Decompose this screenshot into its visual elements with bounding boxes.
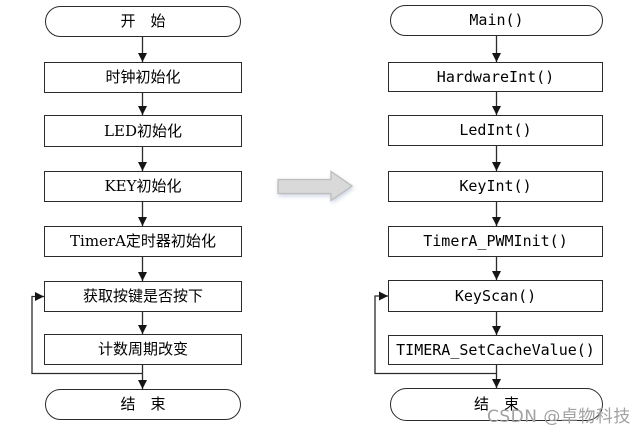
left-loop-arrowhead [35, 292, 44, 301]
left-node-key-init: KEY初始化 [44, 171, 242, 202]
right-node-setcachevalue: TIMERA_SetCacheValue() [388, 335, 603, 365]
csdn-watermark: CSDN @卓物科技 [487, 407, 631, 427]
left-node-timera-init: TimerA定时器初始化 [44, 226, 242, 257]
left-node-period-change: 计数周期改变 [44, 334, 242, 365]
left-node-clock-init: 时钟初始化 [44, 62, 242, 93]
right-node-timera-pwminit: TimerA_PWMInit() [388, 226, 603, 257]
right-node-keyscan: KeyScan() [388, 280, 603, 312]
left-node-key-scan: 获取按键是否按下 [44, 281, 242, 312]
right-node-keyint: KeyInt() [388, 171, 603, 202]
right-loop-arrowhead [379, 291, 388, 301]
left-node-end: 结 束 [45, 389, 241, 420]
left-node-led-init: LED初始化 [44, 115, 242, 147]
left-node-start: 开 始 [45, 6, 241, 37]
right-node-ledint: LedInt() [388, 115, 603, 146]
right-node-main: Main() [390, 5, 603, 36]
transform-right-arrow-icon [277, 170, 354, 202]
right-node-end: 结 束 [390, 388, 603, 421]
right-node-hardwareint: HardwareInt() [388, 62, 603, 92]
